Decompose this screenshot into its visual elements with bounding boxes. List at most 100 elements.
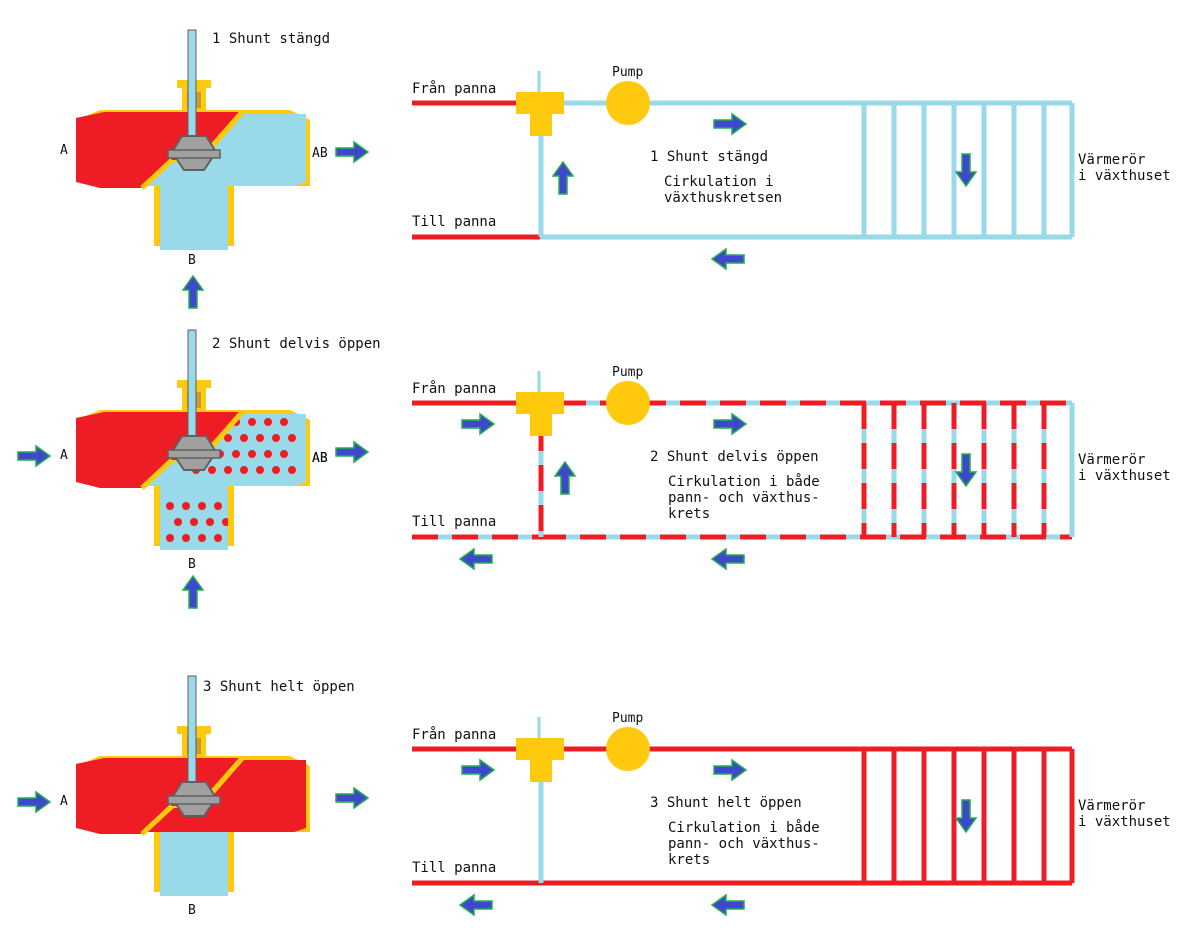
chamber-a — [76, 112, 242, 188]
flow-dot — [288, 434, 296, 442]
port-ab-label: AB — [312, 451, 328, 466]
circuit-desc-line-1: Cirkulation i både — [668, 473, 820, 490]
valve-seat-lower — [140, 804, 174, 836]
port-b-water — [160, 832, 228, 896]
port-b-label: B — [188, 557, 196, 572]
valve-seat-lower — [140, 458, 174, 490]
flow-arrow-bypass — [551, 160, 575, 195]
flow-dot — [256, 434, 264, 442]
radiator-label-line-2: i växthuset — [1078, 168, 1171, 184]
label-to-boiler: Till panna — [412, 514, 496, 530]
flow-arrow-radiator — [954, 453, 978, 488]
flow-arrow-return — [710, 893, 745, 917]
port-a-label: A — [60, 794, 68, 809]
flow-arrow-from-boiler — [461, 758, 496, 782]
flow-dot — [248, 450, 256, 458]
flow-arrow-radiator — [954, 799, 978, 834]
flow-dot — [198, 534, 206, 542]
flow-dot — [182, 534, 190, 542]
flow-arrow-radiator — [954, 153, 978, 188]
flow-dot — [264, 418, 272, 426]
port-ab-label: AB — [312, 451, 328, 466]
flow-arrow-b — [181, 574, 205, 609]
circuit-title: 3 Shunt helt öppen — [650, 795, 802, 811]
flow-dot — [182, 502, 190, 510]
flow-arrow-supply — [713, 412, 748, 436]
circuit-title: 1 Shunt stängd — [650, 149, 768, 165]
flow-arrow-to-boiler — [458, 547, 493, 571]
flow-arrow-from-boiler — [461, 412, 496, 436]
port-a-label: A — [60, 448, 68, 463]
flow-arrow-a — [17, 444, 52, 468]
flow-dot — [256, 466, 264, 474]
circuit-desc-line-3: krets — [668, 852, 710, 868]
circuit-desc-line-3: krets — [668, 506, 710, 522]
valve-disc — [167, 795, 221, 805]
pump-label: Pump — [612, 711, 643, 726]
flow-dot — [166, 502, 174, 510]
flow-arrow-ab — [335, 140, 370, 164]
circuit-desc-line-1: Cirkulation i — [664, 174, 774, 190]
pump — [606, 381, 650, 425]
mixing-tee — [516, 392, 564, 436]
pump-label: Pump — [612, 65, 643, 80]
label-to-boiler: Till panna — [412, 860, 496, 876]
valve-disc — [167, 149, 221, 159]
flow-dot — [280, 450, 288, 458]
mixing-tee — [516, 738, 564, 782]
radiator-label-line-1: Värmerör — [1078, 798, 1145, 814]
chamber-a — [76, 758, 242, 834]
flow-dot — [240, 466, 248, 474]
label-from-boiler: Från panna — [412, 80, 496, 97]
flow-dot — [214, 534, 222, 542]
mixing-tee — [516, 92, 564, 136]
port-a-label: A — [60, 143, 68, 158]
flow-dot — [206, 518, 214, 526]
flow-arrow-to-boiler — [458, 893, 493, 917]
flow-arrow-return — [710, 547, 745, 571]
label-from-boiler: Från panna — [412, 380, 496, 397]
flow-dot — [208, 466, 216, 474]
pump — [606, 81, 650, 125]
flow-arrow-b — [181, 274, 205, 309]
flow-dot — [190, 518, 198, 526]
flow-dot — [272, 466, 280, 474]
valve-disc — [167, 449, 221, 459]
valve-title: 3 Shunt helt öppen — [203, 679, 355, 695]
flow-arrow-supply — [713, 112, 748, 136]
flow-dot — [166, 534, 174, 542]
pump — [606, 727, 650, 771]
flow-arrow-ab — [335, 786, 370, 810]
radiator-label-line-2: i växthuset — [1078, 468, 1171, 484]
flow-dot — [280, 418, 288, 426]
flow-dot — [288, 466, 296, 474]
circuit-title: 2 Shunt delvis öppen — [650, 449, 819, 465]
flow-arrow-ab — [335, 440, 370, 464]
port-ab-label: AB — [312, 146, 328, 161]
flow-dot — [248, 418, 256, 426]
port-b-hot-dots — [166, 502, 228, 542]
circuit-desc-line-2: växthuskretsen — [664, 190, 782, 206]
flow-dot — [264, 450, 272, 458]
circuit-desc-line-2: pann- och växthus- — [668, 836, 820, 852]
valve-seat-lower — [140, 158, 174, 190]
circuit-desc-line-2: pann- och växthus- — [668, 490, 820, 506]
flow-arrow-supply — [713, 758, 748, 782]
valve-title: 2 Shunt delvis öppen — [212, 336, 381, 352]
valve-title: 1 Shunt stängd — [212, 31, 330, 47]
flow-dot — [174, 518, 182, 526]
pump-label: Pump — [612, 365, 643, 380]
circuit-desc-line-1: Cirkulation i både — [668, 819, 820, 836]
flow-dot — [224, 434, 232, 442]
port-b-water — [160, 186, 228, 250]
radiator-label-line-2: i växthuset — [1078, 814, 1171, 830]
flow-dot — [240, 434, 248, 442]
